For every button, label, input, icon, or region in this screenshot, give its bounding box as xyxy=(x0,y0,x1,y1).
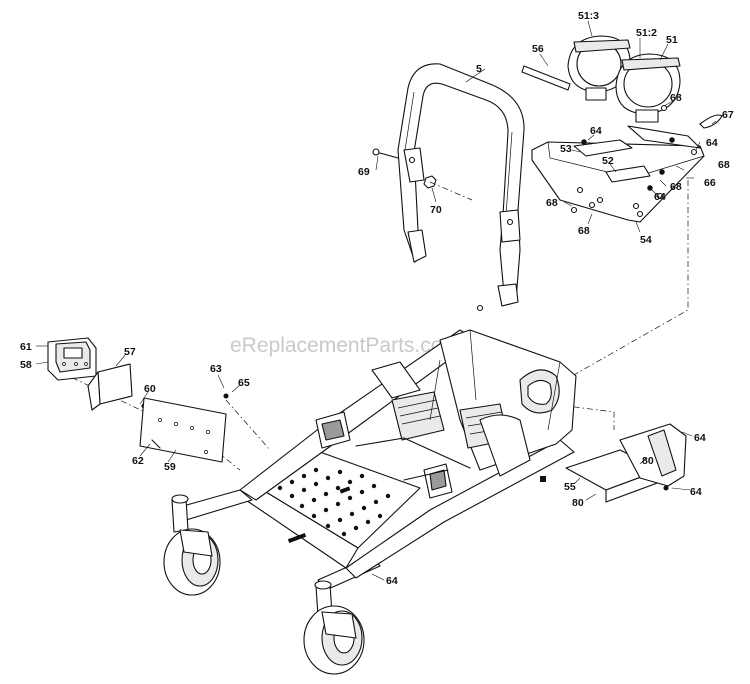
label-57: 57 xyxy=(124,346,136,358)
frame-chassis xyxy=(175,329,577,591)
label-64-a: 64 xyxy=(590,125,602,137)
label-65: 65 xyxy=(238,377,250,389)
label-5: 5 xyxy=(476,63,482,75)
label-68-d: 68 xyxy=(546,197,558,209)
label-66: 66 xyxy=(704,177,716,189)
display-58 xyxy=(47,337,97,381)
light-bracket xyxy=(531,139,705,223)
leader-lines xyxy=(35,20,717,581)
watermark-text: eReplacementParts.com xyxy=(230,334,460,357)
part-labels: 5 56 51:3 51:2 51 68 67 64 53 52 64 68 6… xyxy=(20,10,734,587)
label-59: 59 xyxy=(164,461,176,473)
label-51-2: 51:2 xyxy=(636,27,657,39)
label-51: 51 xyxy=(666,34,678,46)
label-64-c: 64 xyxy=(654,191,666,203)
label-80-b: 80 xyxy=(572,497,584,509)
label-68-c: 68 xyxy=(670,181,682,193)
label-63: 63 xyxy=(210,363,222,375)
label-64-d: 64 xyxy=(694,432,706,444)
label-53: 53 xyxy=(560,143,572,155)
label-56: 56 xyxy=(532,43,544,55)
plate-59 xyxy=(139,397,227,463)
label-52: 52 xyxy=(602,155,614,167)
label-64-b: 64 xyxy=(706,137,718,149)
label-69: 69 xyxy=(358,166,370,178)
label-70: 70 xyxy=(430,204,442,216)
label-67: 67 xyxy=(722,109,734,121)
label-51-3: 51:3 xyxy=(578,10,599,22)
label-54: 54 xyxy=(640,234,652,246)
mount-plate-66 xyxy=(627,125,701,149)
label-58: 58 xyxy=(20,359,32,371)
battery-tray xyxy=(565,423,687,503)
label-68-b: 68 xyxy=(718,159,730,171)
label-68-e: 68 xyxy=(578,225,590,237)
screw-62 xyxy=(151,439,161,449)
headlight-left xyxy=(567,35,631,101)
label-68-a: 68 xyxy=(670,92,682,104)
label-64-e: 64 xyxy=(690,486,702,498)
headlight-right xyxy=(615,53,681,123)
cover-57 xyxy=(87,363,133,411)
label-61: 61 xyxy=(20,341,32,353)
label-60: 60 xyxy=(144,383,156,395)
bolt-69 xyxy=(372,148,399,159)
label-64-f: 64 xyxy=(386,575,398,587)
caster-wheel-left xyxy=(163,494,221,596)
cable-67 xyxy=(699,114,723,129)
roll-bar xyxy=(397,63,525,307)
label-62: 62 xyxy=(132,455,144,467)
label-55: 55 xyxy=(564,481,576,493)
rod-56 xyxy=(521,65,571,91)
label-80-a: 80 xyxy=(642,455,654,467)
caster-wheel-right xyxy=(303,580,365,675)
